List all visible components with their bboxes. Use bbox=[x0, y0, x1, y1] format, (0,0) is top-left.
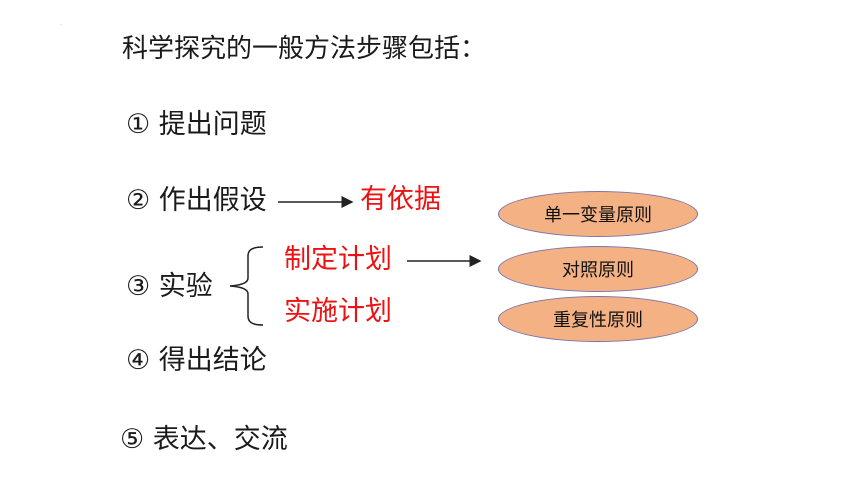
principle-label: 重复性原则 bbox=[553, 310, 643, 331]
principle-control: 对照原则 bbox=[498, 246, 698, 292]
principle-repetition: 重复性原则 bbox=[498, 296, 698, 342]
experiment-implement: 实施计划 bbox=[284, 296, 392, 327]
experiment-brace bbox=[229, 246, 264, 326]
hypothesis-note: 有依据 bbox=[360, 184, 441, 215]
principle-single-variable: 单一变量原则 bbox=[498, 191, 698, 237]
experiment-plan: 制定计划 bbox=[284, 244, 392, 275]
step-3: ③ 实验 bbox=[126, 271, 213, 302]
step-1: ① 提出问题 bbox=[126, 109, 267, 140]
slide-title: 科学探究的一般方法步骤包括： bbox=[122, 34, 487, 64]
principle-label: 对照原则 bbox=[562, 260, 634, 281]
principle-label: 单一变量原则 bbox=[544, 205, 652, 226]
step-4: ④ 得出结论 bbox=[126, 345, 267, 376]
step-5: ⑤ 表达、交流 bbox=[120, 424, 288, 455]
decorative-dot: · bbox=[60, 22, 62, 29]
step-2: ② 作出假设 bbox=[126, 185, 267, 216]
